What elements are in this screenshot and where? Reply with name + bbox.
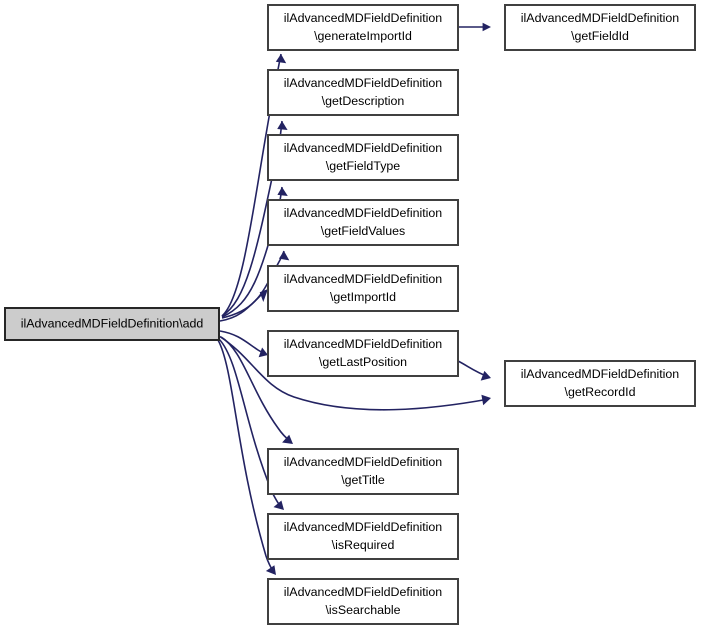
node-label-line2: \getFieldId [571, 29, 629, 43]
call-edge-add-to-isRequired [218, 338, 284, 510]
graph-node-getFieldValues[interactable]: ilAdvancedMDFieldDefinition \getFieldValu… [267, 199, 459, 246]
node-label-line2: \getImportId [330, 290, 396, 304]
edge-line [220, 336, 292, 443]
edge-line [217, 339, 275, 574]
arrowhead-icon [282, 434, 293, 444]
graph-node-getImportId[interactable]: ilAdvancedMDFieldDefinition \getImportId [267, 265, 459, 312]
node-label-line1: ilAdvancedMDFieldDefinition [284, 520, 443, 534]
call-edge-add-to-generateImportId [221, 53, 287, 317]
node-label-line1: ilAdvancedMDFieldDefinition [284, 585, 443, 599]
graph-node-generateImportId[interactable]: ilAdvancedMDFieldDefinition \generateImpo… [267, 4, 459, 51]
node-label-line1: ilAdvancedMDFieldDefinition [284, 11, 443, 25]
edge-line [218, 338, 283, 509]
call-edge-getLastPosition-to-getRecordId [457, 360, 491, 381]
graph-node-isRequired[interactable]: ilAdvancedMDFieldDefinition \isRequired [267, 513, 459, 560]
node-box[interactable] [267, 513, 459, 560]
node-label-line2: \getFieldType [326, 159, 400, 173]
call-edge-add-to-getImportId [219, 289, 268, 322]
node-box[interactable] [267, 330, 459, 377]
node-box[interactable] [267, 199, 459, 246]
node-box[interactable] [504, 4, 696, 51]
edge-line [221, 120, 283, 317]
graph-node-getRecordId[interactable]: ilAdvancedMDFieldDefinition \getRecordId [504, 360, 696, 407]
node-label-line2: \getFieldValues [321, 224, 406, 238]
node-label-line2: \getTitle [341, 473, 385, 487]
node-box[interactable] [267, 448, 459, 495]
node-box[interactable] [267, 578, 459, 625]
node-label-line2: \getLastPosition [319, 355, 407, 369]
graph-node-getDescription[interactable]: ilAdvancedMDFieldDefinition \getDescripti… [267, 69, 459, 116]
graph-node-getFieldId[interactable]: ilAdvancedMDFieldDefinition \getFieldId [504, 4, 696, 51]
node-label-line1: ilAdvancedMDFieldDefinition [521, 367, 680, 381]
node-label-line2: \getRecordId [565, 385, 636, 399]
node-label-line1: ilAdvancedMDFieldDefinition [284, 337, 443, 351]
node-label-line1: ilAdvancedMDFieldDefinition [284, 76, 443, 90]
node-label-line2: \isRequired [332, 538, 395, 552]
node-box[interactable] [267, 4, 459, 51]
node-label-line2: \getDescription [322, 94, 405, 108]
call-edge-add-to-getDescription [221, 120, 288, 317]
node-box[interactable] [4, 307, 220, 341]
graph-node-isSearchable[interactable]: ilAdvancedMDFieldDefinition \isSearchable [267, 578, 459, 625]
graph-node-getFieldType[interactable]: ilAdvancedMDFieldDefinition \getFieldType [267, 134, 459, 181]
arrowhead-icon [265, 565, 276, 575]
graph-node-getLastPosition[interactable]: ilAdvancedMDFieldDefinition \getLastPosit… [267, 330, 459, 377]
call-edge-add-to-getTitle [220, 336, 293, 444]
node-box[interactable] [267, 265, 459, 312]
arrowhead-icon [259, 289, 268, 302]
node-label-line1: ilAdvancedMDFieldDefinition [284, 206, 443, 220]
node-label-line1: ilAdvancedMDFieldDefinition [521, 11, 680, 25]
arrowhead-icon [277, 121, 288, 130]
node-box[interactable] [267, 69, 459, 116]
arrowhead-icon [480, 370, 491, 381]
call-edge-add-to-getLastPosition [219, 330, 268, 358]
node-label-line1: ilAdvancedMDFieldDefinition [284, 272, 443, 286]
arrowhead-icon [481, 394, 491, 406]
arrowhead-icon [278, 251, 290, 261]
node-box[interactable] [267, 134, 459, 181]
call-edge-generateImportId-to-getFieldId [458, 22, 491, 32]
call-edge-add-to-isSearchable [217, 339, 276, 575]
arrowhead-icon [277, 187, 288, 196]
nodes-layer: ilAdvancedMDFieldDefinition\add ilAdvance… [4, 4, 696, 625]
graph-node-getTitle[interactable]: ilAdvancedMDFieldDefinition \getTitle [267, 448, 459, 495]
node-label-line1: ilAdvancedMDFieldDefinition\add [21, 316, 204, 330]
node-label-line2: \isSearchable [325, 603, 400, 617]
edge-line [221, 53, 282, 317]
node-label-line1: ilAdvancedMDFieldDefinition [284, 141, 443, 155]
arrowhead-icon [273, 500, 284, 510]
node-box[interactable] [504, 360, 696, 407]
call-edge-add-to-getRecordId [218, 335, 491, 411]
node-label-line2: \generateImportId [314, 29, 412, 43]
arrowhead-icon [258, 347, 268, 358]
graph-node-add[interactable]: ilAdvancedMDFieldDefinition\add [4, 307, 220, 341]
arrowhead-icon [275, 54, 287, 64]
node-label-line1: ilAdvancedMDFieldDefinition [284, 455, 443, 469]
arrowhead-icon [482, 22, 491, 32]
edge-line [218, 335, 490, 411]
